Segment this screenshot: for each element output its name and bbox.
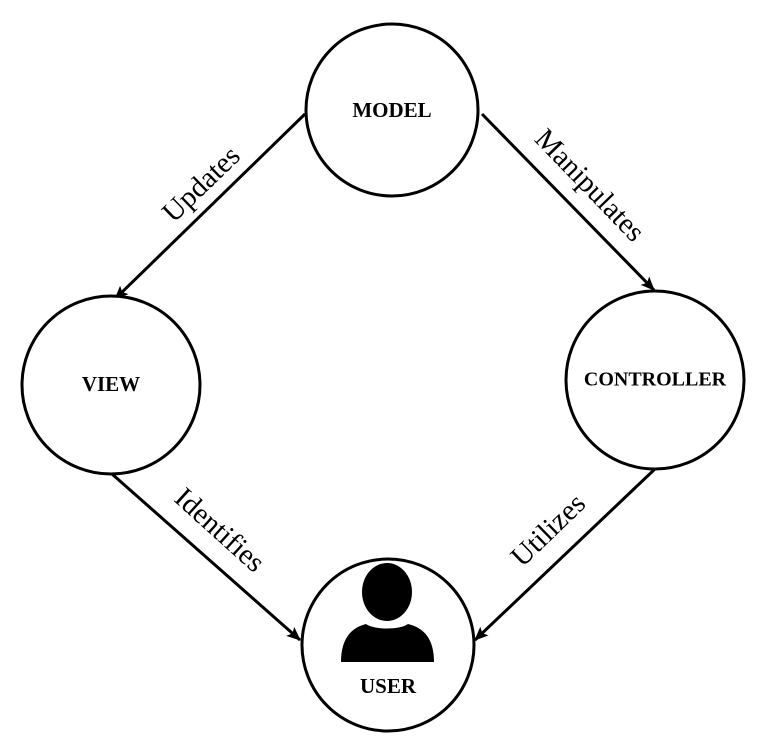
edge-identifies-arrow [111,472,301,642]
node-model: MODEL [304,22,480,198]
node-model-circle [304,22,480,198]
edge-label-manipulates: Manipulates [528,123,651,248]
node-model-label: MODEL [352,98,431,122]
edge-updates-arrow [113,112,307,301]
node-controller-circle [564,289,746,471]
node-user: USER [300,557,476,733]
edge-label-identifies: Identifies [168,482,271,579]
edge-label-utilizes: Utilizes [505,487,592,573]
user-silhouette-icon [341,563,434,662]
node-view-circle [20,294,202,476]
edge-manipulates-arrow [480,112,656,292]
edge-utilizes-arrow [473,466,658,642]
node-user-label: USER [360,674,417,698]
node-view-label: VIEW [82,372,140,396]
node-controller-label: CONTROLLER [584,369,727,391]
node-controller: CONTROLLER [564,289,746,471]
node-view: VIEW [20,294,202,476]
